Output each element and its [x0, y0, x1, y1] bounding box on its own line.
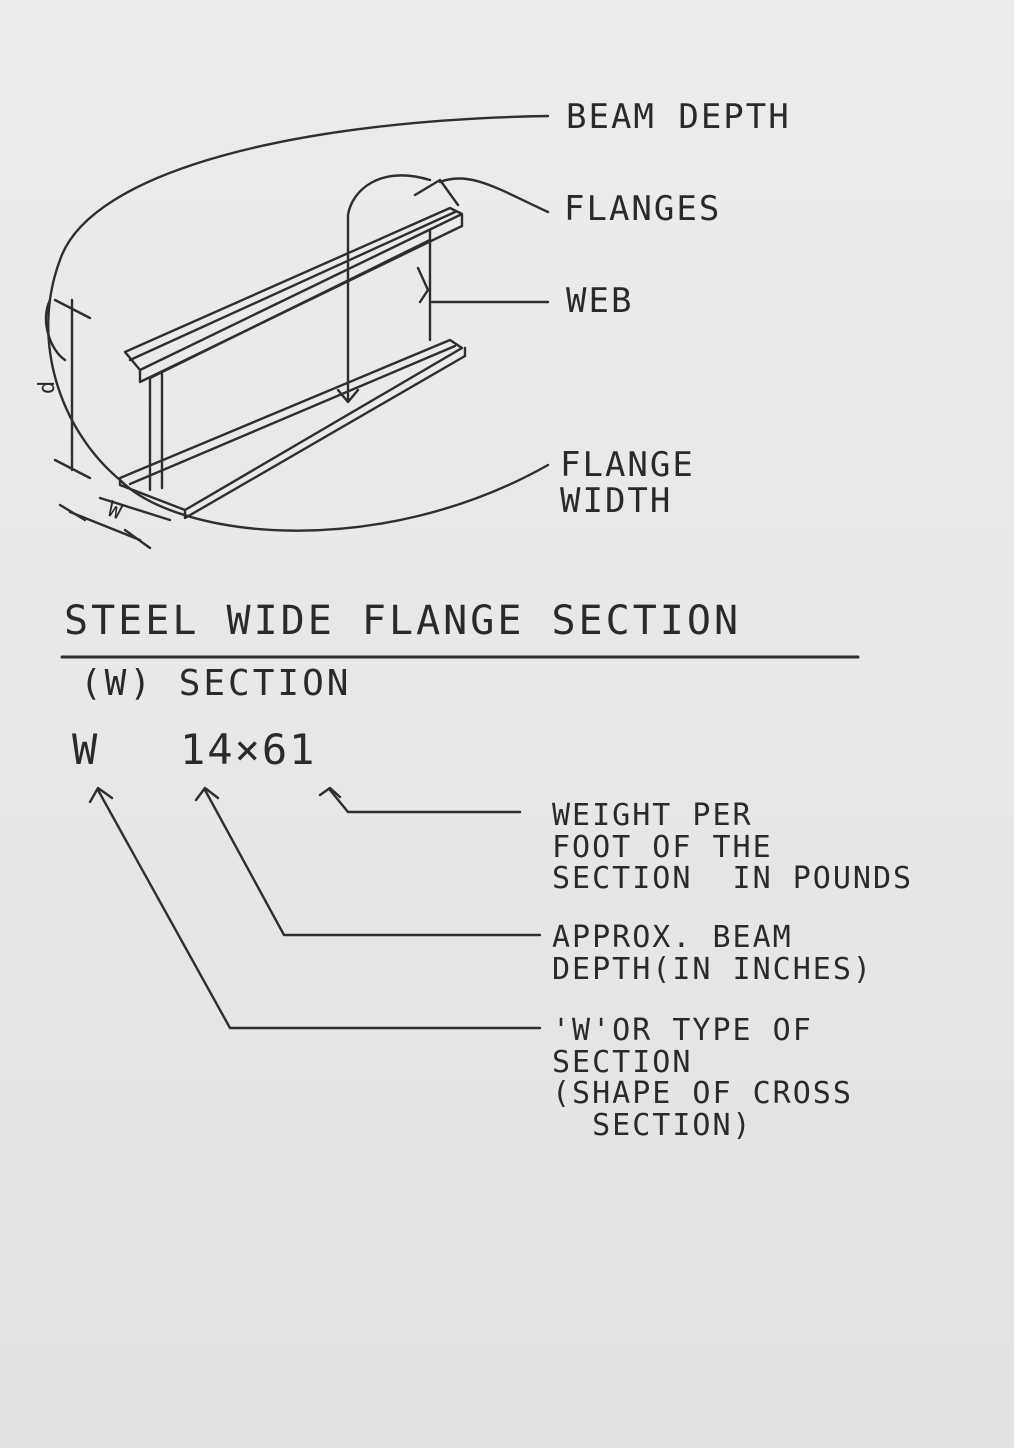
web-leader	[416, 266, 550, 304]
weight-note-line: WEIGHT PER	[552, 798, 753, 833]
type-note-line: SECTION	[552, 1044, 693, 1080]
flange-width-label-line1: FLANGE	[560, 445, 695, 485]
type-note-line: 'W'OR TYPE OF	[552, 1013, 813, 1048]
depth-arrow	[194, 786, 542, 937]
weight-note-line: SECTION IN POUNDS	[552, 861, 914, 896]
d-dimension	[44, 298, 92, 480]
web-label: WEB	[566, 281, 634, 321]
depth-note-line: APPROX. BEAM	[552, 920, 793, 955]
depth-note-line: DEPTH(IN INCHES)	[552, 951, 873, 987]
type-note-line: SECTION)	[552, 1107, 753, 1143]
weight-note: WEIGHT PER FOOT OF THE SECTION IN POUNDS	[552, 800, 913, 895]
beam-depth-leader-arc	[47, 114, 550, 532]
web	[148, 228, 432, 492]
w-dimension	[58, 496, 172, 550]
beam-depth-label: BEAM DEPTH	[566, 97, 791, 137]
weight-arrow	[318, 786, 522, 814]
flange-width-label-line2: WIDTH	[560, 481, 673, 521]
type-note: 'W'OR TYPE OF SECTION (SHAPE OF CROSS SE…	[552, 1015, 853, 1141]
weight-note-line: FOOT OF THE	[552, 829, 773, 865]
bottom-flange	[118, 338, 467, 520]
section-subtitle: (W) SECTION	[80, 663, 352, 704]
designation-type: W	[72, 725, 100, 774]
designation-size: 14×61	[180, 725, 317, 774]
flanges-leader	[413, 177, 550, 214]
depth-note: APPROX. BEAM DEPTH(IN INCHES)	[552, 922, 873, 985]
type-arrow	[88, 786, 542, 1030]
page-title: STEEL WIDE FLANGE SECTION	[64, 598, 742, 644]
flanges-label: FLANGES	[564, 189, 722, 229]
type-note-line: (SHAPE OF CROSS	[552, 1076, 853, 1111]
d-dimension-label: d	[35, 378, 61, 395]
